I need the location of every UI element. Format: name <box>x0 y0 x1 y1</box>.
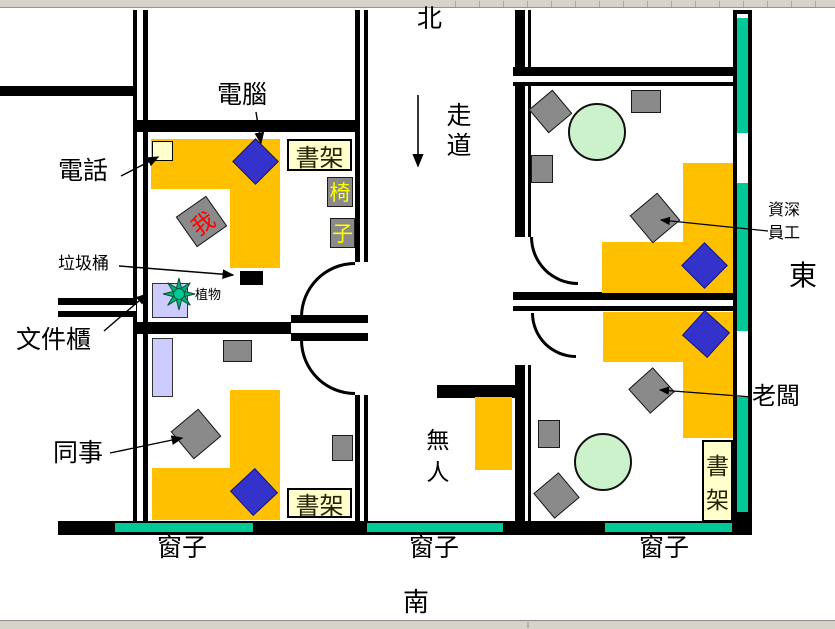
window-label-left: 窗子 <box>157 535 208 562</box>
chair-bottomleft-right <box>332 435 353 461</box>
telephone-label: 電話 <box>58 158 109 185</box>
file-cabinet-tall <box>152 338 173 397</box>
wall-corridor-left-lower <box>355 395 368 522</box>
wall-topleft-room-top <box>133 120 368 132</box>
compass-east: 東 <box>789 261 818 292</box>
telephone <box>152 141 173 161</box>
desk-middle-empty <box>475 397 512 470</box>
trash-can-label: 垃圾桶 <box>58 254 109 273</box>
top-toolbar-ticks <box>455 1 835 7</box>
senior-staff-label-line2: 員工 <box>768 225 801 242</box>
wall-topright-room-top <box>513 67 737 86</box>
chair-senior-staff <box>629 192 681 244</box>
wall-left-stub-top <box>0 86 137 96</box>
wall-left-stub-mid <box>58 298 136 317</box>
chair-yi: 椅 <box>327 177 353 207</box>
colleague-label: 同事 <box>53 440 104 467</box>
wall-right-rooms-divider <box>513 292 737 311</box>
chair-zi-label: 子 <box>332 222 353 246</box>
window-south-2 <box>367 523 503 532</box>
window-south-1 <box>115 523 253 532</box>
chair-topright-corner <box>528 89 573 134</box>
plant-label: 植物 <box>195 287 222 302</box>
chair-bottomleft-top <box>223 340 252 362</box>
chair-boss <box>628 367 675 414</box>
bookshelf-bottomleft: 書架 <box>287 488 352 520</box>
window-label-middle: 窗子 <box>409 535 460 562</box>
window-south-3 <box>605 523 732 532</box>
door-arc-topleft-room <box>300 262 355 317</box>
chair-zi: 子 <box>330 218 355 248</box>
compass-south: 南 <box>403 588 430 617</box>
corridor-label: 走道 <box>443 102 470 162</box>
compass-north: 北 <box>417 6 443 33</box>
chair-bottomright-bottom <box>533 472 580 519</box>
door-arc-bottomright-room <box>531 313 576 358</box>
bottom-bar-tick <box>527 622 529 628</box>
chair-me: 我 <box>175 195 228 248</box>
desk-topleft-vertical <box>230 189 280 268</box>
nobody-label: 無人 <box>422 428 448 492</box>
wall-left-divider-fork <box>291 315 368 341</box>
wall-left-outer-lower <box>133 322 148 522</box>
bookshelf-br-char2: 架 <box>706 488 729 513</box>
file-cabinet-with-plant <box>152 283 188 318</box>
wall-corridor-right-lower <box>515 365 531 522</box>
round-table-topright <box>568 103 626 161</box>
wall-middle-room-stub <box>437 385 515 398</box>
door-arc-bottomleft-room <box>300 340 355 395</box>
trash-can <box>240 271 263 285</box>
bookshelf-bottomright: 書 架 <box>702 440 733 522</box>
window-label-right: 窗子 <box>639 535 690 562</box>
wall-left-outer-upper <box>133 10 148 322</box>
chair-topright-left <box>531 155 553 183</box>
me-label: 我 <box>186 206 220 241</box>
top-toolbar-edge <box>0 0 835 8</box>
chair-yi-label: 椅 <box>329 181 351 205</box>
chair-colleague <box>170 408 222 460</box>
window-east-3 <box>737 397 748 512</box>
door-arc-topright-room <box>530 237 578 285</box>
wall-left-rooms-divider <box>136 322 293 334</box>
wall-corridor-left-upper <box>355 10 368 262</box>
boss-label: 老闆 <box>752 384 800 410</box>
bottom-statusbar-edge <box>0 620 835 629</box>
bookshelf-topleft-label: 書架 <box>295 145 344 172</box>
senior-staff-label-line1: 資深 <box>768 202 801 219</box>
wall-corridor-right-upper <box>515 10 531 237</box>
window-east-1 <box>737 18 748 133</box>
desk-bottomleft-vertical <box>230 390 280 468</box>
window-east-2 <box>737 183 748 331</box>
bookshelf-topleft: 書架 <box>287 139 352 172</box>
file-cabinet-label: 文件櫃 <box>16 327 92 354</box>
computer-label: 電腦 <box>217 82 268 109</box>
round-table-bottomright <box>574 433 632 491</box>
chair-bottomright-left <box>538 420 560 448</box>
bookshelf-bottomleft-label: 書架 <box>295 493 344 520</box>
bookshelf-br-char1: 書 <box>706 454 729 479</box>
chair-topright-top <box>631 90 661 113</box>
